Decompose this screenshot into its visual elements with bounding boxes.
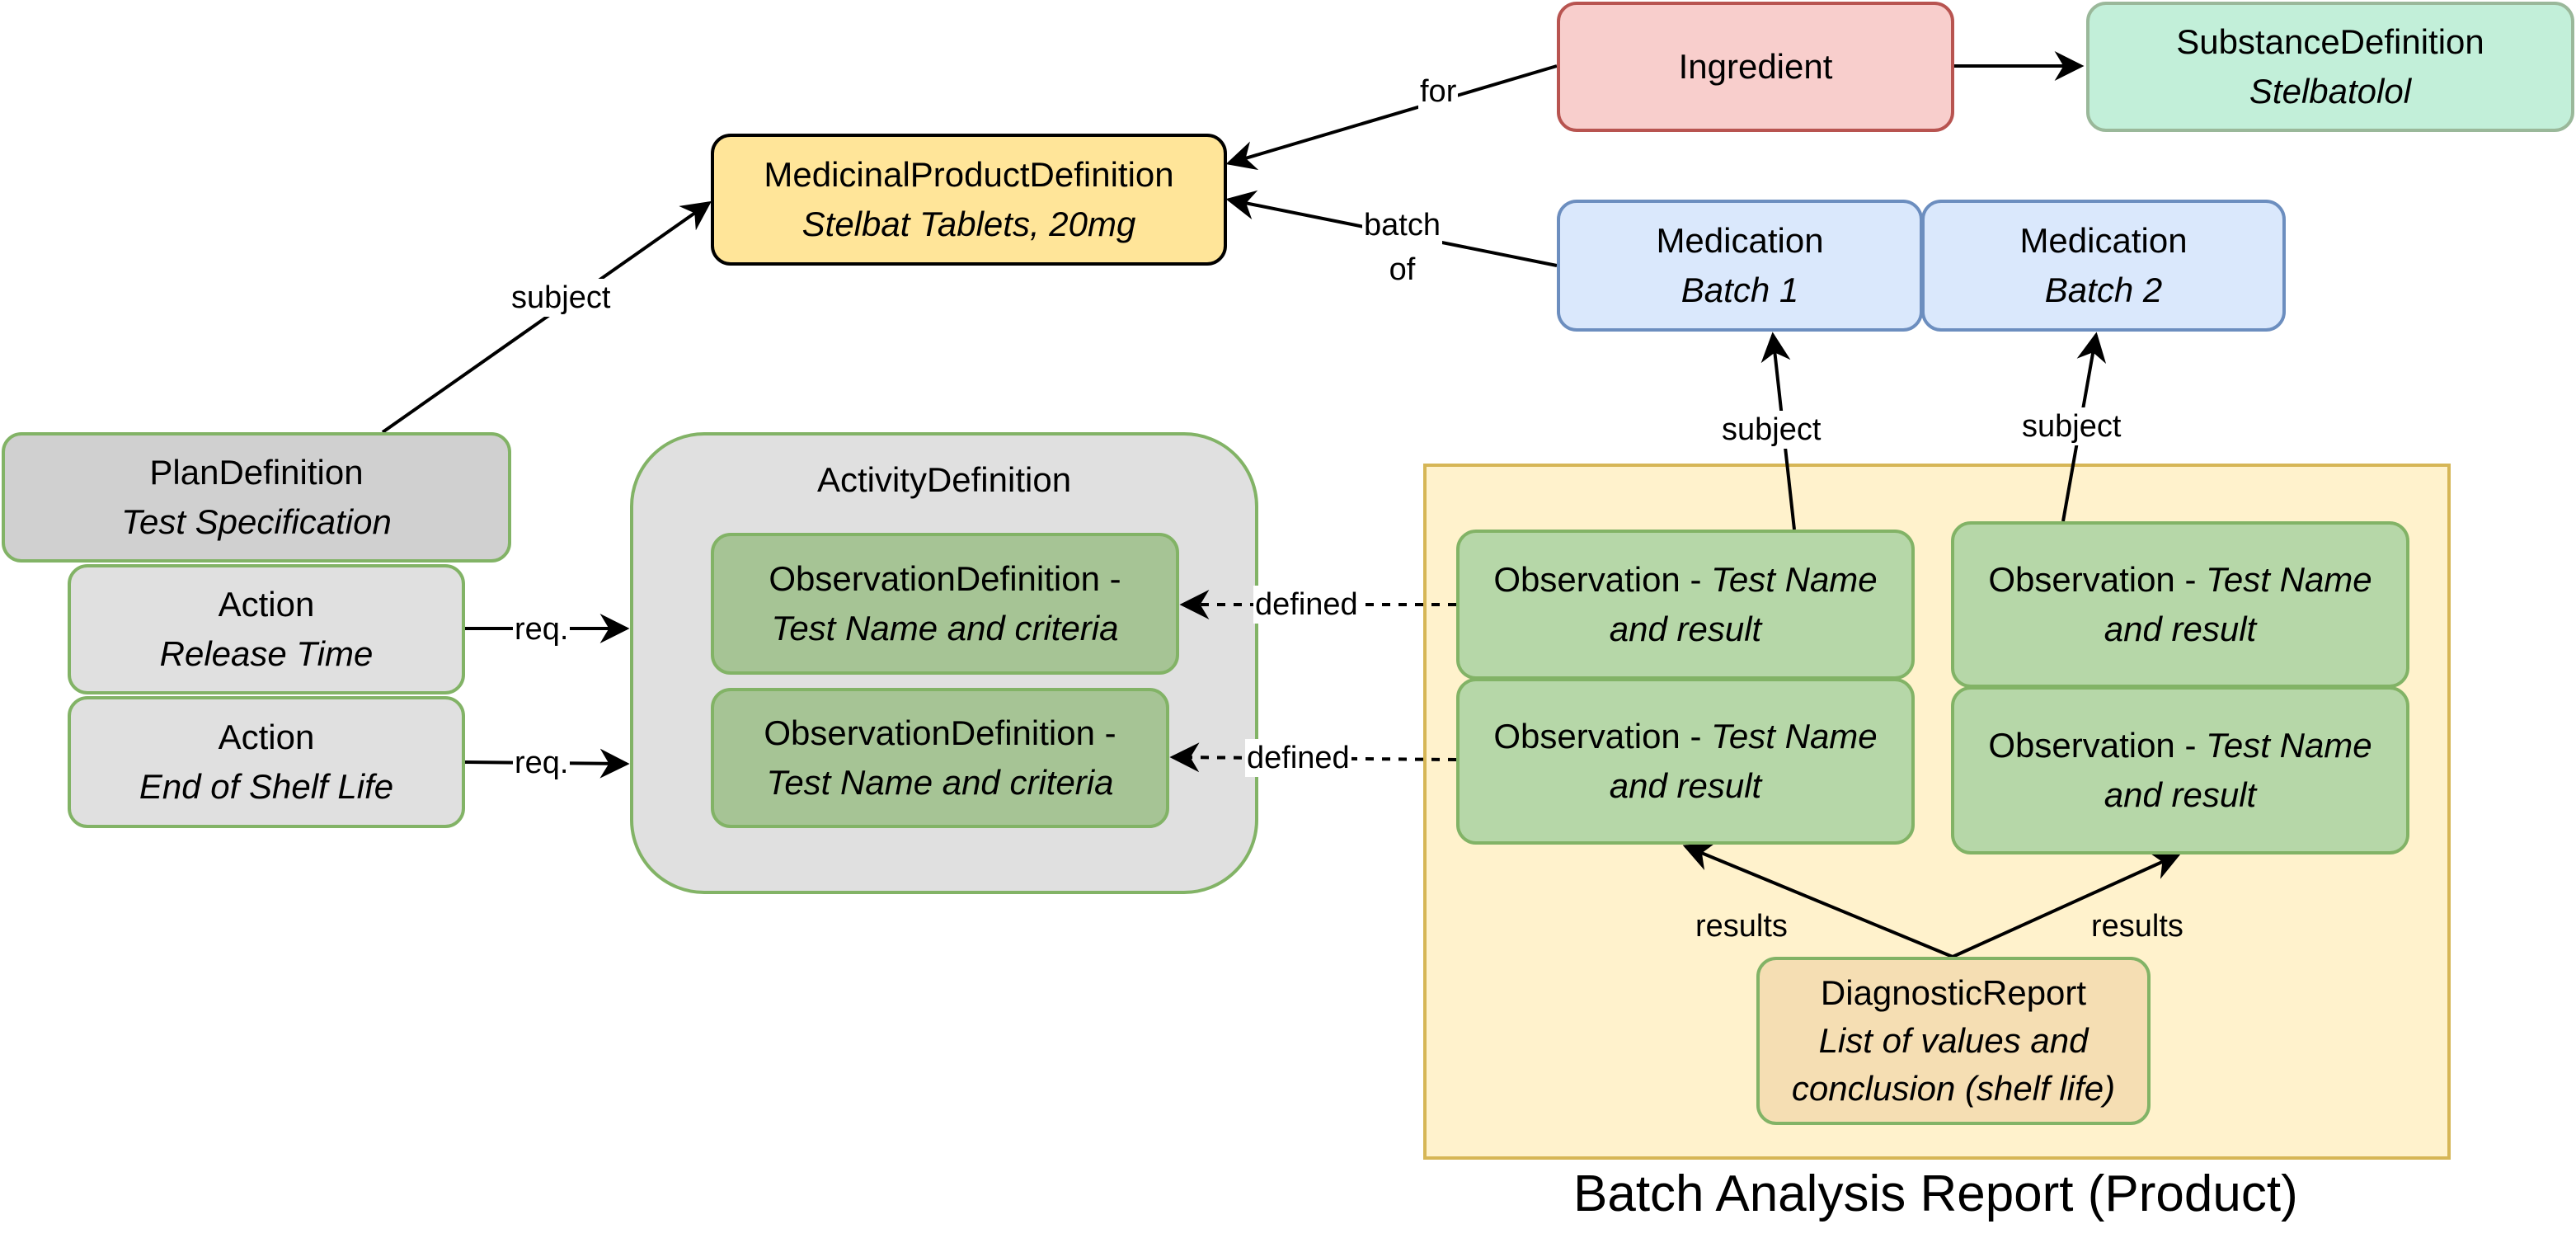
action-end-of-shelf-life-node[interactable]: Action End of Shelf Life	[68, 696, 465, 828]
observation-title-italic: Test Name	[1711, 717, 1878, 756]
edge-label-defined-1: defined	[1253, 586, 1360, 624]
edge-label-subject-batch1: subject	[1720, 411, 1823, 449]
substance-definition-title: SubstanceDefinition	[2176, 22, 2484, 61]
observation-subtitle: and result	[1609, 610, 1762, 648]
observation-node[interactable]: Observation - Test Name and result	[1951, 686, 2409, 854]
medicinal-product-subtitle: Stelbat Tablets, 20mg	[801, 205, 1136, 243]
obs-def-1-subtitle: Test Name and criteria	[771, 609, 1119, 647]
obs-def-2-subtitle: Test Name and criteria	[766, 763, 1114, 802]
medication-batch2-subtitle: Batch 2	[2044, 271, 2163, 309]
observation-title-italic: Test Name	[2206, 560, 2372, 599]
diagnostic-report-subtitle-2: conclusion (shelf life)	[1791, 1069, 2116, 1108]
edge-label-batch: batch	[1364, 208, 1441, 242]
edge-label-req-1: req.	[513, 610, 571, 648]
observation-subtitle: and result	[2104, 775, 2257, 814]
observation-title: Observation - Test Name	[1493, 712, 1877, 761]
edge-label-results-1: results	[1695, 909, 1788, 944]
plan-definition-title: PlanDefinition	[149, 453, 364, 492]
observation-subtitle: and result	[2104, 610, 2257, 648]
medication-batch1-node[interactable]: Medication Batch 1	[1557, 200, 1923, 332]
plan-definition-node[interactable]: PlanDefinition Test Specification	[2, 432, 511, 563]
batch-analysis-report-title: Batch Analysis Report (Product)	[1573, 1165, 2298, 1222]
observation-node[interactable]: Observation - Test Name and result	[1456, 530, 1915, 680]
action-release-time-node[interactable]: Action Release Time	[68, 564, 465, 694]
observation-node[interactable]: Observation - Test Name and result	[1456, 678, 1915, 845]
observation-title-text: Observation -	[1988, 560, 2207, 599]
edge-label-of: of	[1389, 252, 1416, 287]
substance-definition-subtitle: Stelbatolol	[2249, 72, 2412, 111]
obs-def-1-title: ObservationDefinition -	[769, 559, 1121, 598]
medicinal-product-definition-node[interactable]: MedicinalProductDefinition Stelbat Table…	[711, 134, 1227, 266]
edge-ingredient-to-product	[1225, 64, 1558, 171]
observation-definition-1-node[interactable]: ObservationDefinition - Test Name and cr…	[711, 533, 1179, 675]
observation-title-italic: Test Name	[1711, 560, 1878, 599]
activity-definition-title: ActivityDefinition	[816, 460, 1072, 499]
diagnostic-report-subtitle-1: List of values and	[1818, 1021, 2089, 1060]
observation-title: Observation - Test Name	[1988, 555, 2372, 605]
obs-def-2-title: ObservationDefinition -	[764, 713, 1116, 752]
action-shelf-title: Action	[218, 718, 315, 756]
medicinal-product-title: MedicinalProductDefinition	[764, 155, 1174, 194]
observation-title-text: Observation -	[1493, 560, 1712, 599]
substance-definition-node[interactable]: SubstanceDefinition Stelbatolol	[2086, 2, 2574, 132]
diagnostic-report-node[interactable]: DiagnosticReport List of values and conc…	[1756, 957, 2151, 1125]
diagnostic-report-title: DiagnosticReport	[1820, 973, 2087, 1012]
edge-label-subject-plan: subject	[510, 279, 613, 317]
edge-label-req-2: req.	[513, 744, 571, 782]
observation-title-text: Observation -	[1988, 726, 2207, 765]
observation-subtitle: and result	[1609, 766, 1762, 805]
medication-batch2-node[interactable]: Medication Batch 2	[1921, 200, 2286, 332]
observation-title: Observation - Test Name	[1493, 555, 1877, 605]
edge-label-results-2: results	[2091, 909, 2183, 944]
edge-label-batch-of: batch of	[1362, 203, 1442, 292]
medication-batch1-subtitle: Batch 1	[1681, 271, 1799, 309]
medication-batch2-title: Medication	[2019, 221, 2188, 260]
medication-batch1-title: Medication	[1656, 221, 1824, 260]
ingredient-title: Ingredient	[1678, 47, 1833, 86]
edge-label-subject-batch2: subject	[2020, 407, 2123, 445]
plan-definition-subtitle: Test Specification	[121, 502, 392, 541]
observation-title: Observation - Test Name	[1988, 721, 2372, 770]
action-shelf-subtitle: End of Shelf Life	[139, 767, 394, 806]
observation-node[interactable]: Observation - Test Name and result	[1951, 521, 2409, 688]
observation-definition-2-node[interactable]: ObservationDefinition - Test Name and cr…	[711, 688, 1169, 828]
observation-title-italic: Test Name	[2206, 726, 2372, 765]
edge-label-defined-2: defined	[1245, 739, 1351, 777]
action-release-subtitle: Release Time	[159, 634, 374, 673]
edge-label-for: for	[1418, 73, 1459, 111]
action-release-title: Action	[218, 585, 315, 624]
edge-plan-to-product	[381, 200, 712, 434]
ingredient-node[interactable]: Ingredient	[1557, 2, 1954, 132]
observation-title-text: Observation -	[1493, 717, 1712, 756]
